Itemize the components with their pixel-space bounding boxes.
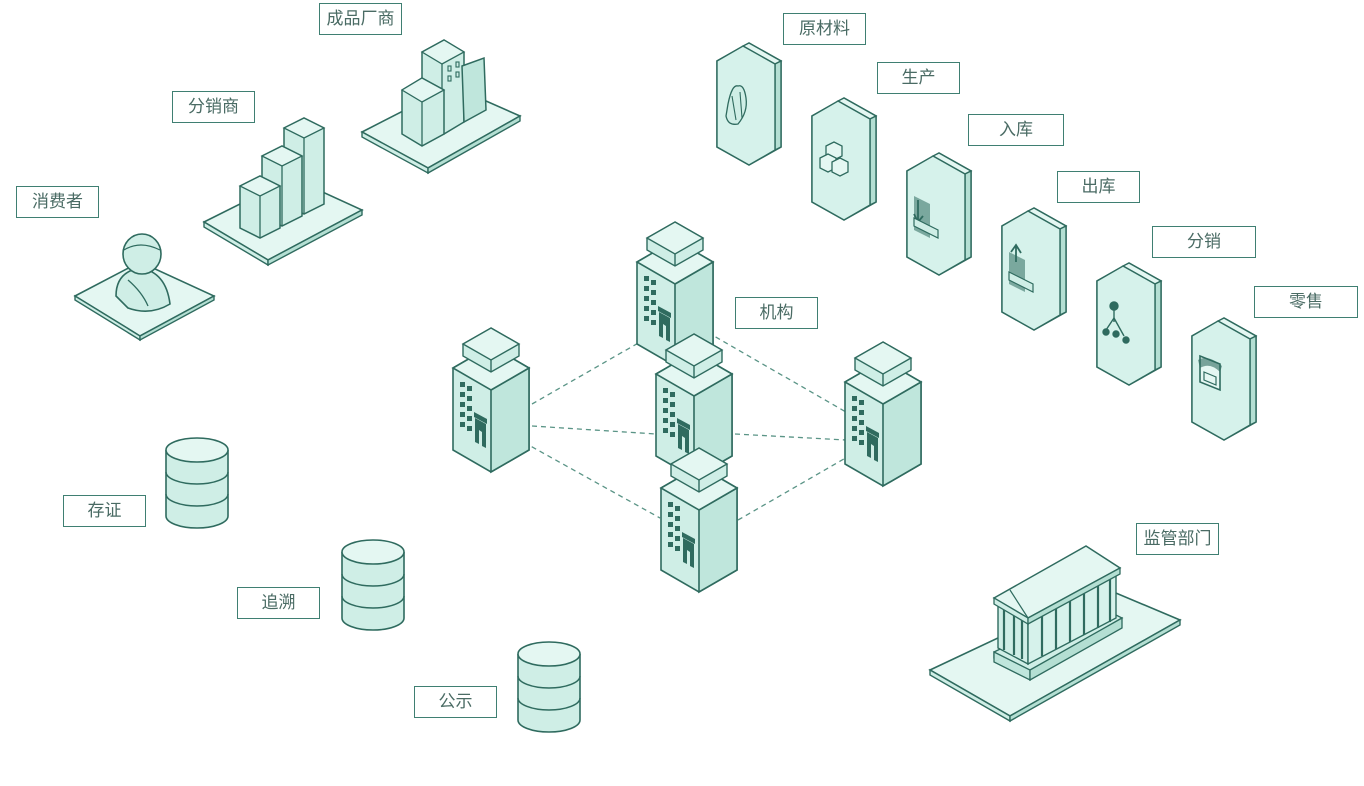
distributor-icon [202,117,364,267]
label-manufacturer: 成品厂商 [319,3,402,35]
label-evidence: 存证 [63,495,146,527]
label-trace: 追溯 [237,587,320,619]
step-outbound-panel [1001,207,1067,331]
label-step-outbound: 出库 [1057,171,1140,203]
regulator-building-icon [928,545,1182,723]
evidence-database-icon [165,437,229,529]
label-publicity: 公示 [414,686,497,718]
publicity-database-icon [517,641,581,733]
consumer-icon [73,233,216,342]
link [699,327,847,413]
label-step-distribute: 分销 [1152,226,1256,258]
label-consumer: 消费者 [16,186,99,218]
link [734,433,847,441]
label-regulator: 监管部门 [1136,523,1219,555]
org-node-left [452,327,530,473]
label-step-inbound: 入库 [968,114,1064,146]
step-inbound-panel [906,152,972,276]
step-produce-panel [811,97,877,221]
label-step-raw: 原材料 [783,13,866,45]
link [531,333,655,405]
label-step-retail: 零售 [1254,286,1358,318]
label-distributor: 分销商 [172,91,255,123]
step-raw-panel [716,42,782,166]
trace-database-icon [341,539,405,631]
manufacturer-icon [360,39,522,175]
org-node-right [844,341,922,487]
org-node-bottom [660,447,738,593]
link [515,437,661,519]
step-retail-panel [1191,317,1257,441]
label-org: 机构 [735,297,818,329]
step-distribute-panel [1096,262,1162,386]
link [531,425,657,435]
label-step-produce: 生产 [877,62,960,94]
link [737,451,857,521]
